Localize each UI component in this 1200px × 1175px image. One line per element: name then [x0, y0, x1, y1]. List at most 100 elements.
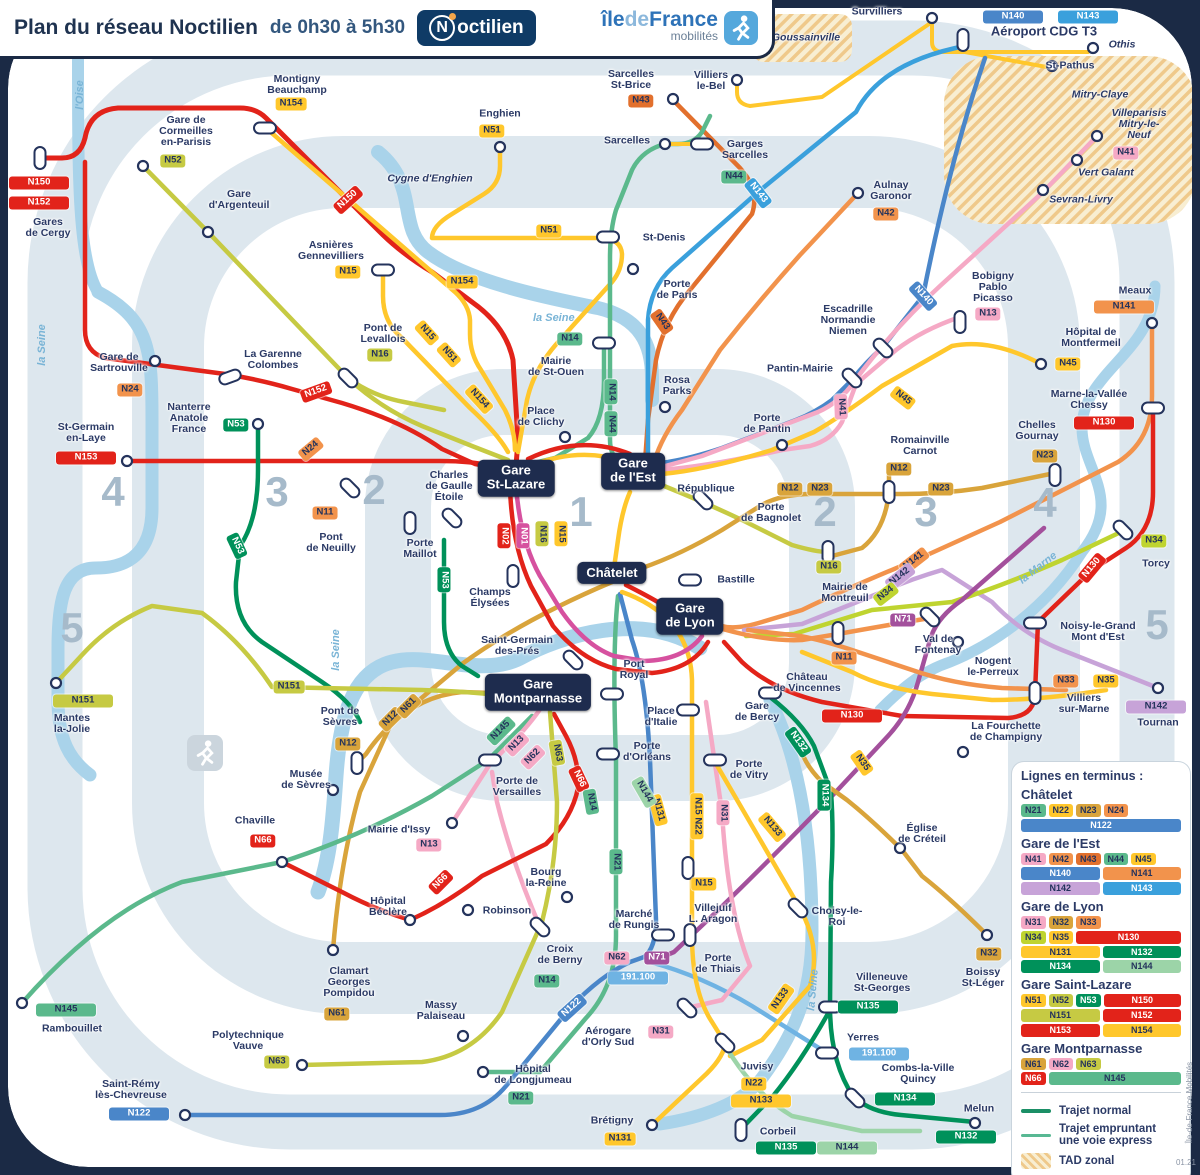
route-line	[743, 527, 1128, 639]
interchange-capsule	[337, 367, 359, 389]
route-line	[659, 314, 963, 473]
interchange-capsule	[758, 686, 782, 700]
legend-item: TAD zonal	[1021, 1153, 1181, 1170]
interchange-capsule	[350, 751, 364, 775]
route-line	[645, 43, 968, 463]
route-line	[53, 603, 525, 701]
credit-publisher: Île-de-France Mobilités	[1184, 1061, 1194, 1144]
interchange-capsule	[651, 928, 675, 942]
station-dot	[326, 783, 340, 797]
route-line	[354, 579, 615, 766]
legend-title: Lignes en terminus :	[1021, 769, 1144, 783]
route-line	[233, 421, 363, 725]
interchange-capsule	[596, 747, 620, 761]
legend-line-badge: N35	[1048, 930, 1074, 944]
station-dot	[775, 438, 789, 452]
route-line	[429, 145, 625, 455]
station-dot	[201, 225, 215, 239]
route-line	[739, 1007, 833, 1131]
interchange-capsule	[441, 507, 463, 529]
interchange-capsule	[33, 146, 47, 170]
interchange-capsule	[882, 480, 896, 504]
legend-line-badge: N42	[1048, 852, 1074, 866]
legend-line-badge: N132	[1102, 945, 1181, 959]
legend-line-badge: N63	[1076, 1057, 1101, 1071]
legend-line-badge: N145	[1048, 1072, 1181, 1086]
page-title: Plan du réseau Noctilien	[14, 16, 258, 39]
station-dot	[1086, 41, 1100, 55]
interchange-capsule	[787, 897, 809, 919]
station-dot	[925, 11, 939, 25]
idf-ile: île	[601, 8, 625, 31]
credit-date: 01.21	[1175, 1158, 1196, 1167]
legend-terminus-name: Gare Montparnasse	[1021, 1040, 1143, 1056]
legend-line-badge: N131	[1021, 945, 1100, 959]
legend-line-badge: N52	[1048, 994, 1074, 1007]
interchange-capsule	[714, 1032, 736, 1054]
legend-line-badge: N34	[1021, 930, 1046, 944]
legend-thin-swatch	[1021, 1134, 1051, 1137]
station-dot	[275, 855, 289, 869]
interchange-capsule	[872, 337, 894, 359]
interchange-capsule	[953, 310, 967, 334]
legend-line-badge: N154	[1102, 1023, 1181, 1037]
route-line	[722, 1042, 923, 1134]
station-dot	[893, 841, 907, 855]
tad-zonal-area	[752, 14, 852, 62]
station-dot	[956, 745, 970, 759]
route-line	[651, 190, 861, 465]
station-dot	[645, 1118, 659, 1132]
interchange-capsule	[703, 753, 727, 767]
interchange-capsule	[678, 573, 702, 587]
route-line	[507, 485, 711, 676]
idf-mobilites: mobilités	[670, 28, 718, 43]
station-dot	[851, 186, 865, 200]
legend-item: Trajet empruntant une voie express	[1021, 1123, 1181, 1147]
interchange-capsule	[506, 564, 520, 588]
legend-line-badge: N141	[1102, 867, 1181, 881]
route-line	[663, 16, 1090, 146]
interchange-capsule	[529, 916, 551, 938]
route-line	[330, 689, 523, 953]
station-dot	[626, 262, 640, 276]
legend-hatch-swatch	[1021, 1153, 1051, 1170]
interchange-capsule	[253, 121, 277, 135]
route-line	[37, 105, 521, 469]
legend-item-label: Trajet empruntant une voie express	[1059, 1123, 1157, 1148]
interchange-capsule	[734, 1118, 748, 1142]
legend-line-badge: N122	[1021, 818, 1181, 832]
interchange-capsule	[592, 336, 616, 350]
station-dot	[461, 903, 475, 917]
legend-line-badge: N44	[1103, 852, 1129, 866]
page-subtitle: de 0h30 à 5h30	[269, 17, 406, 38]
station-dot	[658, 137, 672, 151]
idf-france: France	[649, 8, 718, 31]
legend-line-badge: N140	[1021, 867, 1100, 881]
legend-item-label: TAD zonal	[1059, 1155, 1115, 1168]
legend-line-badge: N53	[1076, 994, 1101, 1007]
legend-line-badge: N66	[1021, 1072, 1046, 1086]
legend-terminus-name: Châtelet	[1021, 787, 1073, 802]
station-dot	[558, 430, 572, 444]
station-dot	[1151, 681, 1165, 695]
legend-line-badge: N152	[1102, 1008, 1181, 1022]
route-line	[609, 489, 633, 585]
interchange-capsule	[1141, 401, 1165, 415]
station-dot	[1045, 59, 1059, 73]
interchange-capsule	[676, 997, 698, 1019]
legend-line-badge: N142	[1021, 882, 1100, 895]
route-line	[19, 713, 535, 1006]
interchange-capsule	[1023, 616, 1047, 630]
legend-line-badge: N143	[1102, 882, 1181, 895]
route-line	[525, 442, 633, 462]
station-dot	[493, 140, 507, 154]
station-dot	[1034, 357, 1048, 371]
